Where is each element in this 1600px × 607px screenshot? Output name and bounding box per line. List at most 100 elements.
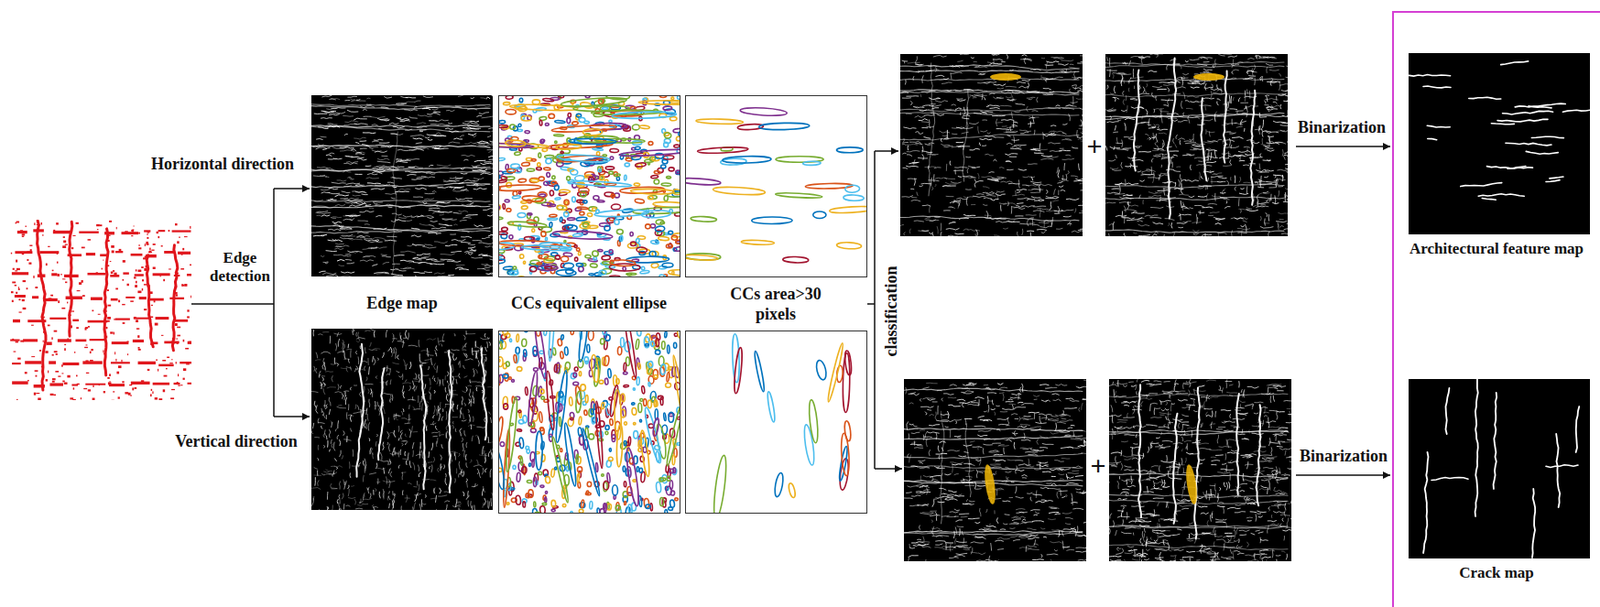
illustration-part bbox=[434, 272, 445, 274]
illustration-part bbox=[416, 176, 426, 178]
illustration-part bbox=[367, 358, 369, 365]
image-panel bbox=[468, 92, 708, 280]
illustration-part bbox=[66, 275, 69, 278]
illustration-part bbox=[373, 139, 383, 141]
illustration-part bbox=[89, 351, 92, 354]
illustration-part bbox=[52, 270, 55, 273]
illustration-part bbox=[320, 255, 324, 257]
illustration-part bbox=[323, 272, 337, 275]
illustration-part bbox=[180, 384, 183, 386]
illustration-part bbox=[63, 239, 66, 243]
illustration-part bbox=[184, 283, 187, 287]
illustration-part bbox=[546, 172, 551, 177]
illustration-part bbox=[330, 363, 339, 366]
illustration-part bbox=[332, 147, 348, 150]
illustration-part bbox=[471, 435, 473, 442]
illustration-part bbox=[323, 414, 326, 419]
illustration-part bbox=[669, 117, 677, 121]
illustration-part bbox=[459, 135, 464, 138]
illustration-part bbox=[402, 418, 412, 421]
illustration-part bbox=[468, 500, 470, 507]
illustration-part bbox=[318, 333, 324, 336]
illustration-part bbox=[62, 362, 79, 366]
illustration-part bbox=[438, 119, 449, 122]
illustration-part bbox=[447, 371, 449, 376]
illustration-part bbox=[394, 348, 396, 351]
illustration-part bbox=[471, 485, 478, 488]
illustration-part bbox=[328, 187, 338, 189]
illustration-part bbox=[428, 210, 440, 212]
illustration-part bbox=[465, 455, 468, 461]
illustration-part bbox=[346, 215, 361, 218]
illustration-part bbox=[459, 510, 461, 512]
illustration-part bbox=[491, 241, 493, 244]
illustration-part bbox=[469, 380, 472, 383]
illustration-part bbox=[387, 496, 390, 501]
illustration-part bbox=[433, 415, 435, 419]
illustration-part bbox=[152, 343, 154, 346]
illustration-part bbox=[489, 342, 490, 347]
illustration-part bbox=[663, 132, 672, 140]
illustration-part bbox=[466, 491, 469, 501]
illustration-part bbox=[74, 362, 77, 364]
illustration-part bbox=[16, 268, 21, 271]
illustration-part bbox=[326, 435, 327, 440]
illustration-part bbox=[45, 263, 48, 267]
illustration-part bbox=[324, 362, 326, 371]
illustration-part bbox=[18, 298, 21, 301]
illustration-part bbox=[390, 166, 404, 168]
illustration-part bbox=[323, 445, 326, 448]
illustration-part bbox=[454, 452, 456, 457]
illustration-part bbox=[428, 185, 443, 187]
illustration-part bbox=[375, 441, 378, 447]
illustration-part bbox=[28, 262, 32, 265]
illustration-part bbox=[311, 95, 493, 277]
illustration-part bbox=[472, 416, 475, 422]
illustration-part bbox=[171, 389, 175, 391]
illustration-part bbox=[451, 393, 458, 395]
illustration-part bbox=[346, 162, 358, 164]
illustration-part bbox=[13, 350, 17, 352]
illustration-part bbox=[409, 386, 412, 392]
illustration-part bbox=[186, 273, 192, 277]
illustration-part bbox=[448, 141, 460, 143]
illustration-part bbox=[653, 170, 661, 175]
illustration-part bbox=[478, 455, 488, 457]
illustration-part bbox=[322, 375, 326, 377]
illustration-part bbox=[348, 485, 349, 490]
illustration-part bbox=[438, 495, 447, 497]
illustration-part bbox=[158, 398, 163, 401]
illustration-part bbox=[130, 300, 134, 302]
illustration-part bbox=[455, 177, 463, 179]
illustration-part bbox=[388, 348, 390, 351]
illustration-part bbox=[327, 239, 343, 242]
illustration-part bbox=[130, 381, 151, 385]
illustration-part bbox=[402, 373, 403, 380]
illustration-part bbox=[351, 328, 354, 335]
illustration-part bbox=[402, 490, 404, 496]
illustration-part bbox=[474, 347, 479, 349]
illustration-part bbox=[555, 197, 561, 201]
illustration-part bbox=[424, 203, 439, 205]
illustration-part bbox=[388, 491, 391, 494]
illustration-part bbox=[121, 231, 139, 235]
illustration-part bbox=[380, 253, 387, 256]
illustration-part bbox=[489, 468, 491, 478]
illustration-part bbox=[346, 505, 350, 507]
illustration-part bbox=[559, 189, 571, 194]
illustration-part bbox=[465, 343, 467, 348]
illustration-part bbox=[130, 394, 132, 396]
illustration-part bbox=[394, 219, 405, 222]
illustration-part bbox=[152, 382, 170, 386]
illustration-part bbox=[80, 397, 82, 400]
illustration-part bbox=[392, 348, 394, 354]
illustration-part bbox=[172, 229, 192, 232]
illustration-part bbox=[317, 212, 331, 214]
illustration-part bbox=[103, 391, 106, 393]
illustration-part bbox=[431, 465, 434, 473]
illustration-part bbox=[482, 502, 484, 508]
illustration-part bbox=[31, 356, 35, 358]
illustration-part bbox=[409, 429, 411, 438]
illustration-part bbox=[566, 176, 571, 182]
illustration-part bbox=[376, 216, 382, 218]
